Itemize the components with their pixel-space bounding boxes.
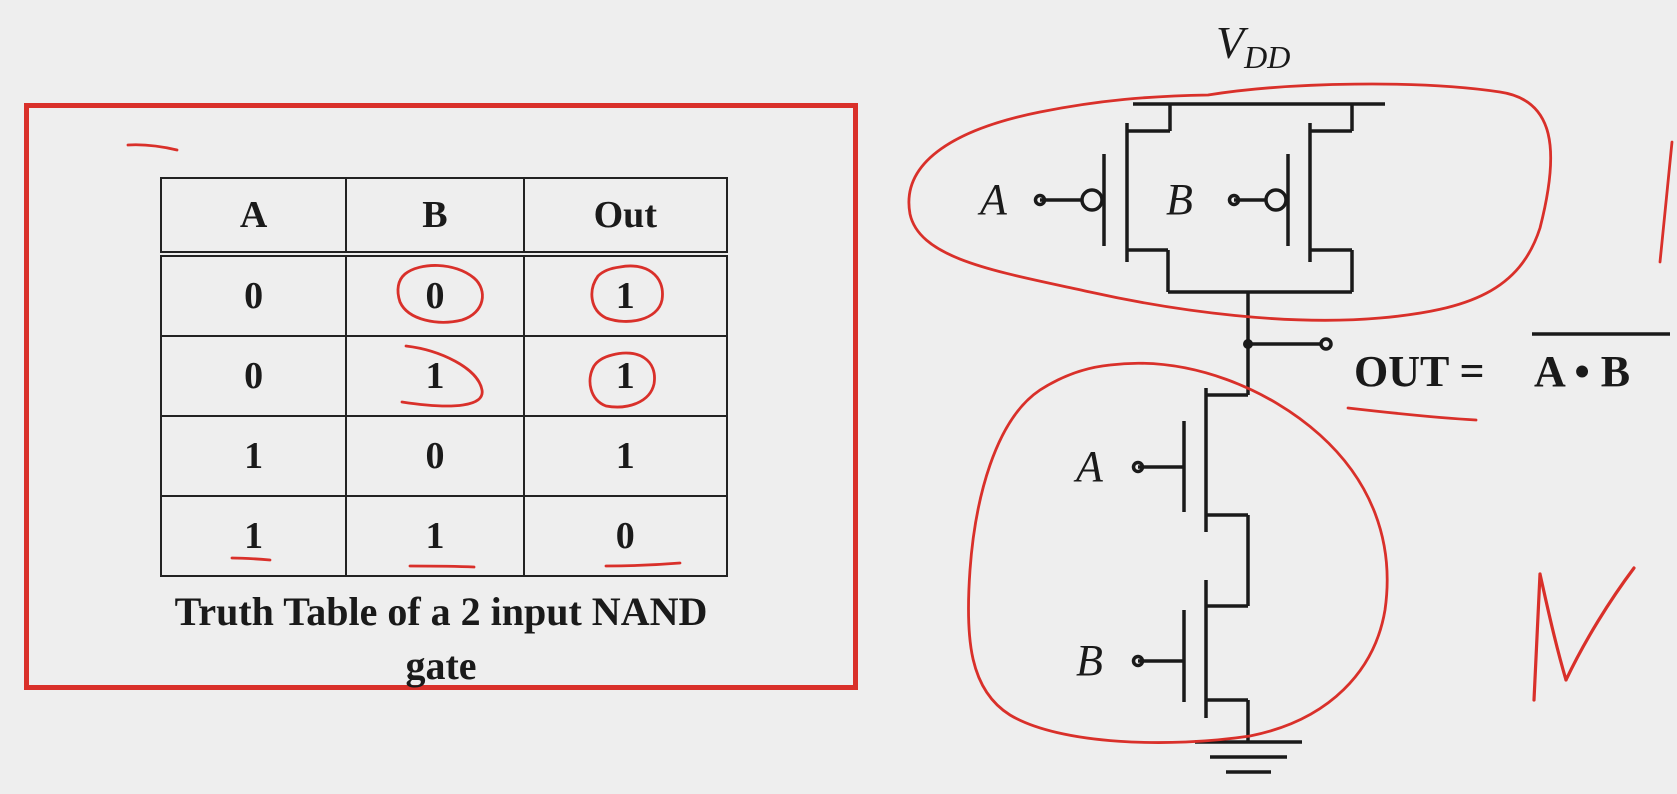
nmos-a-gate-label: A xyxy=(1073,442,1104,491)
table-row: 0 1 1 xyxy=(159,335,729,417)
caption-line-2: gate xyxy=(405,643,477,688)
ground-symbol xyxy=(1195,740,1302,774)
cell-b: 0 xyxy=(345,415,525,497)
margin-mark xyxy=(1658,140,1674,264)
nmos-b-gate-label: B xyxy=(1076,636,1103,685)
cell-out: 1 xyxy=(522,335,729,417)
cell-circle-out1 xyxy=(588,351,656,409)
pmos-b xyxy=(1227,104,1354,292)
table-row: 1 1 0 xyxy=(159,495,729,577)
cell-circle-out0 xyxy=(590,264,664,323)
cell-b: 1 xyxy=(345,495,525,577)
header-a: A xyxy=(159,177,348,257)
underline-row4-out xyxy=(604,561,682,568)
cell-a: 1 xyxy=(159,415,348,497)
nmos-b xyxy=(1131,580,1250,742)
pmos-a xyxy=(1033,104,1172,292)
cell-out: 0 xyxy=(522,495,729,577)
table-row: 1 0 1 xyxy=(159,415,729,497)
truth-table-header-row: A B Out xyxy=(159,177,729,257)
table-tick-mark xyxy=(126,143,179,152)
underline-row4-a xyxy=(230,556,272,562)
cell-b: 1 xyxy=(345,335,525,417)
nmos-a xyxy=(1131,388,1250,606)
cell-a: 1 xyxy=(159,495,348,577)
header-b: B xyxy=(345,177,525,257)
cell-bracket-b1 xyxy=(400,344,484,408)
caption-line-1: Truth Table of a 2 input NAND xyxy=(174,589,708,634)
pull-down-network-circle xyxy=(967,361,1389,744)
header-out: Out xyxy=(522,177,729,257)
pull-up-network-circle xyxy=(907,82,1553,322)
output-underline xyxy=(1346,406,1478,422)
pmos-a-gate-label: A xyxy=(977,175,1008,224)
pmos-b-gate-label: B xyxy=(1166,175,1193,224)
vdd-label: VDD xyxy=(1216,17,1290,75)
output-equation-rhs: A • B xyxy=(1534,347,1630,396)
output-terminal xyxy=(1319,337,1333,351)
handwritten-letter-n xyxy=(1532,566,1636,702)
cell-circle-b0 xyxy=(396,264,484,324)
cell-out: 1 xyxy=(522,415,729,497)
underline-row4-b xyxy=(408,564,476,569)
output-equation-lhs: OUT = xyxy=(1354,347,1485,396)
cell-a: 0 xyxy=(159,253,348,337)
table-caption: Truth Table of a 2 input NAND gate xyxy=(29,585,853,693)
cell-a: 0 xyxy=(159,335,348,417)
